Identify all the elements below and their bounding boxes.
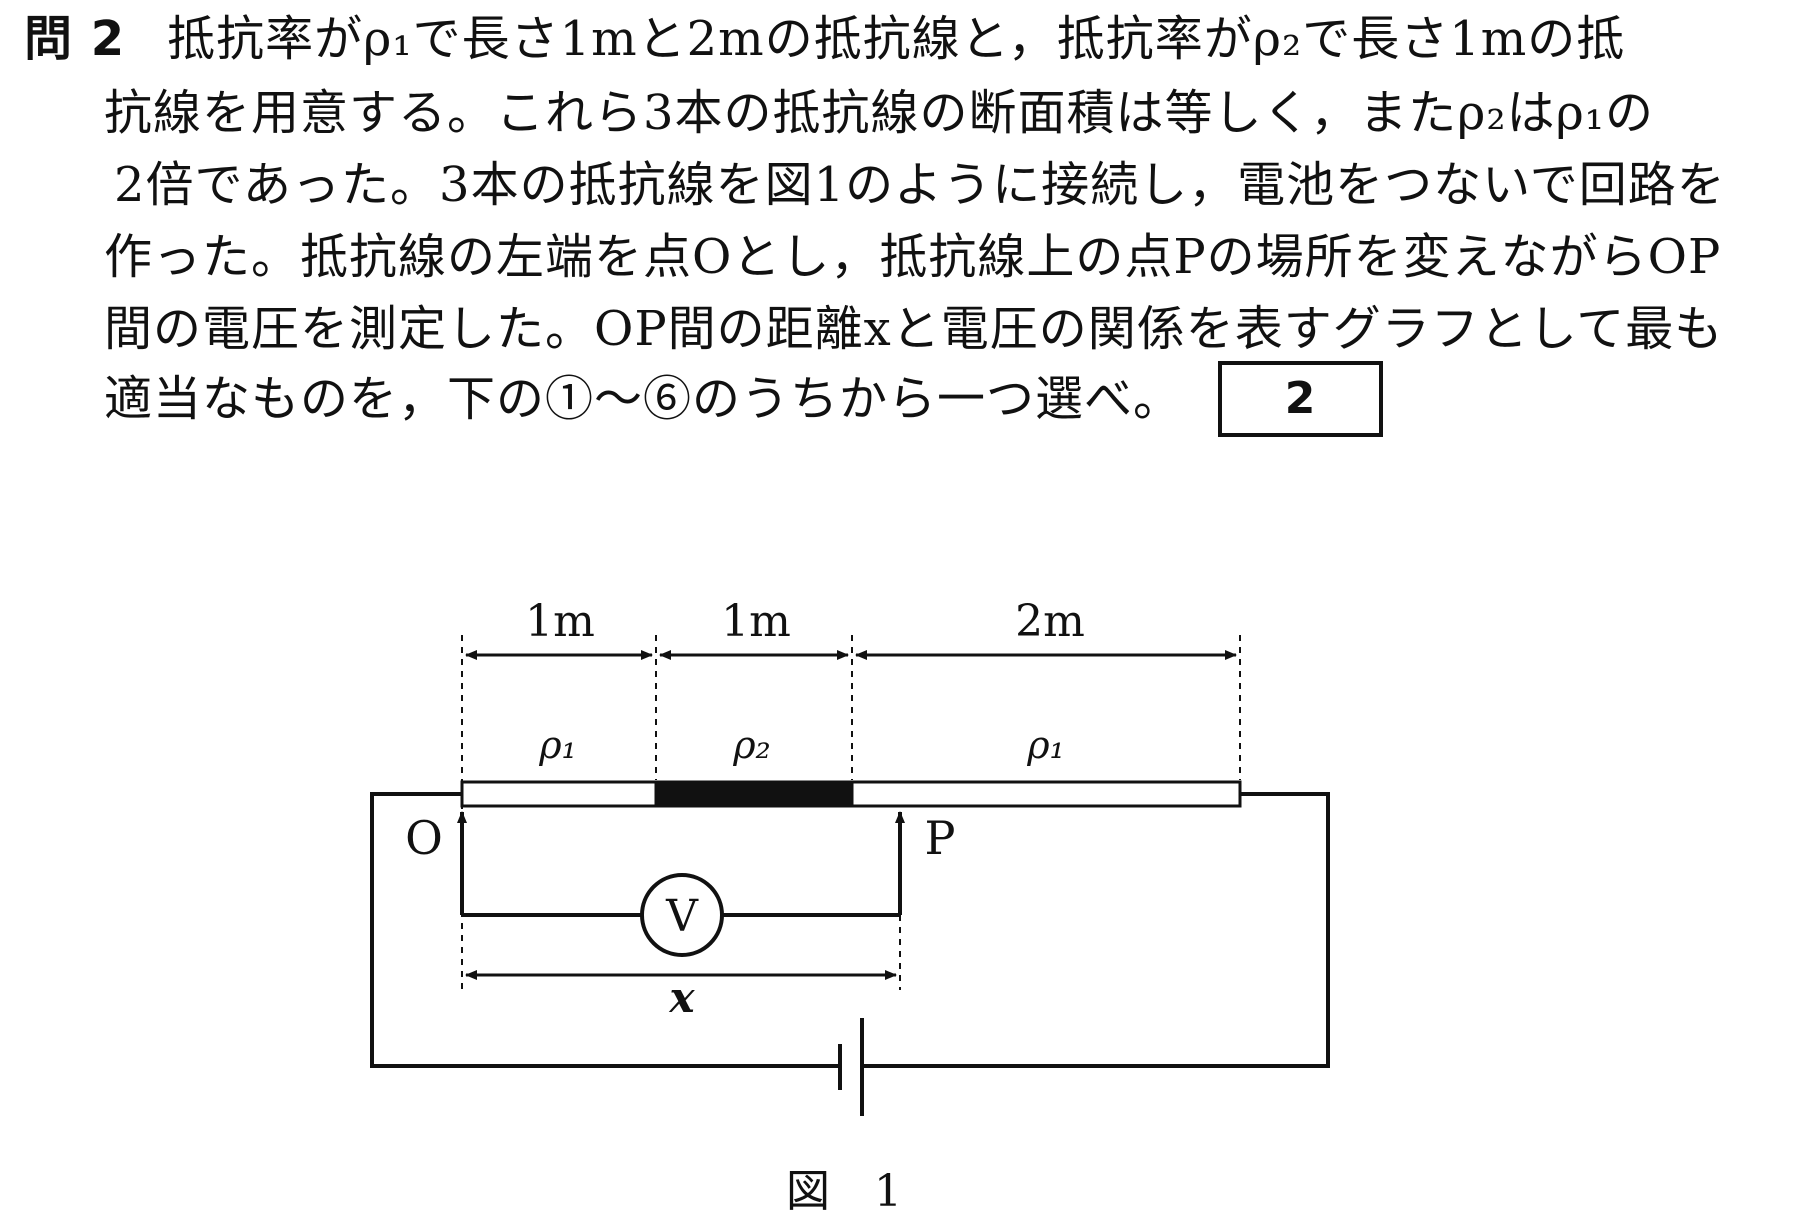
question-line-5: 間の電圧を測定した。OP間の距離xと電圧の関係を表すグラフとして最も: [104, 294, 1723, 364]
figure-caption: 図 1: [786, 1166, 902, 1217]
question-line-1: 問 2 抵抗率がρ₁で長さ1mと2mの抵抗線と，抵抗率がρ₂で長さ1mの抵: [24, 4, 1625, 74]
resistivity-label-3: ρ₁: [1026, 723, 1065, 767]
question-line-6: 適当なものを，下の①～⑥のうちから一つ選べ。 2: [104, 360, 1384, 441]
length-label-1: 1m: [525, 596, 595, 647]
question-line-3: 2倍であった。3本の抵抗線を図1のように接続し，電池をつないで回路を: [114, 150, 1726, 220]
resistivity-label-2: ρ₂: [732, 723, 771, 767]
question-block: 問 2 抵抗率がρ₁で長さ1mと2mの抵抗線と，抵抗率がρ₂で長さ1mの抵 抗線を…: [0, 0, 1801, 520]
resistance-wire-3: [850, 780, 1242, 808]
voltmeter-label: V: [665, 891, 699, 942]
point-o-label: O: [405, 811, 443, 865]
question-text-line: 抵抗率がρ₁で長さ1mと2mの抵抗線と，抵抗率がρ₂で長さ1mの抵: [167, 11, 1626, 67]
question-text-line: 抗線を用意する。これら3本の抵抗線の断面積は等しく，またρ₂はρ₁の: [104, 85, 1655, 141]
length-label-3: 2m: [1015, 596, 1085, 647]
resistance-wire-2: [654, 780, 854, 808]
question-text-line: 作った。抵抗線の左端を点Oとし，抵抗線上の点Pの場所を変えながらOP: [104, 229, 1722, 285]
resistivity-label-1: ρ₁: [538, 723, 577, 767]
length-label-2: 1m: [721, 596, 791, 647]
circuit-wire: [370, 792, 838, 1068]
question-line-4: 作った。抵抗線の左端を点Oとし，抵抗線上の点Pの場所を変えながらOP: [104, 222, 1721, 292]
answer-box: 2: [1218, 360, 1384, 437]
circuit-wire: [862, 792, 1330, 1068]
question-number: 問 2: [24, 11, 126, 67]
resistance-wire-1: [460, 780, 658, 808]
point-p-label: P: [925, 811, 956, 865]
voltmeter: [640, 873, 724, 957]
question-text-line: 2倍であった。3本の抵抗線を図1のように接続し，電池をつないで回路を: [114, 157, 1726, 213]
question-text-line: 間の電圧を測定した。OP間の距離xと電圧の関係を表すグラフとして最も: [104, 301, 1724, 357]
distance-label: x: [668, 973, 695, 1022]
question-text-line: 適当なものを，下の①～⑥のうちから一つ選べ。: [104, 371, 1183, 427]
question-line-2: 抗線を用意する。これら3本の抵抗線の断面積は等しく，またρ₂はρ₁の: [104, 78, 1654, 148]
